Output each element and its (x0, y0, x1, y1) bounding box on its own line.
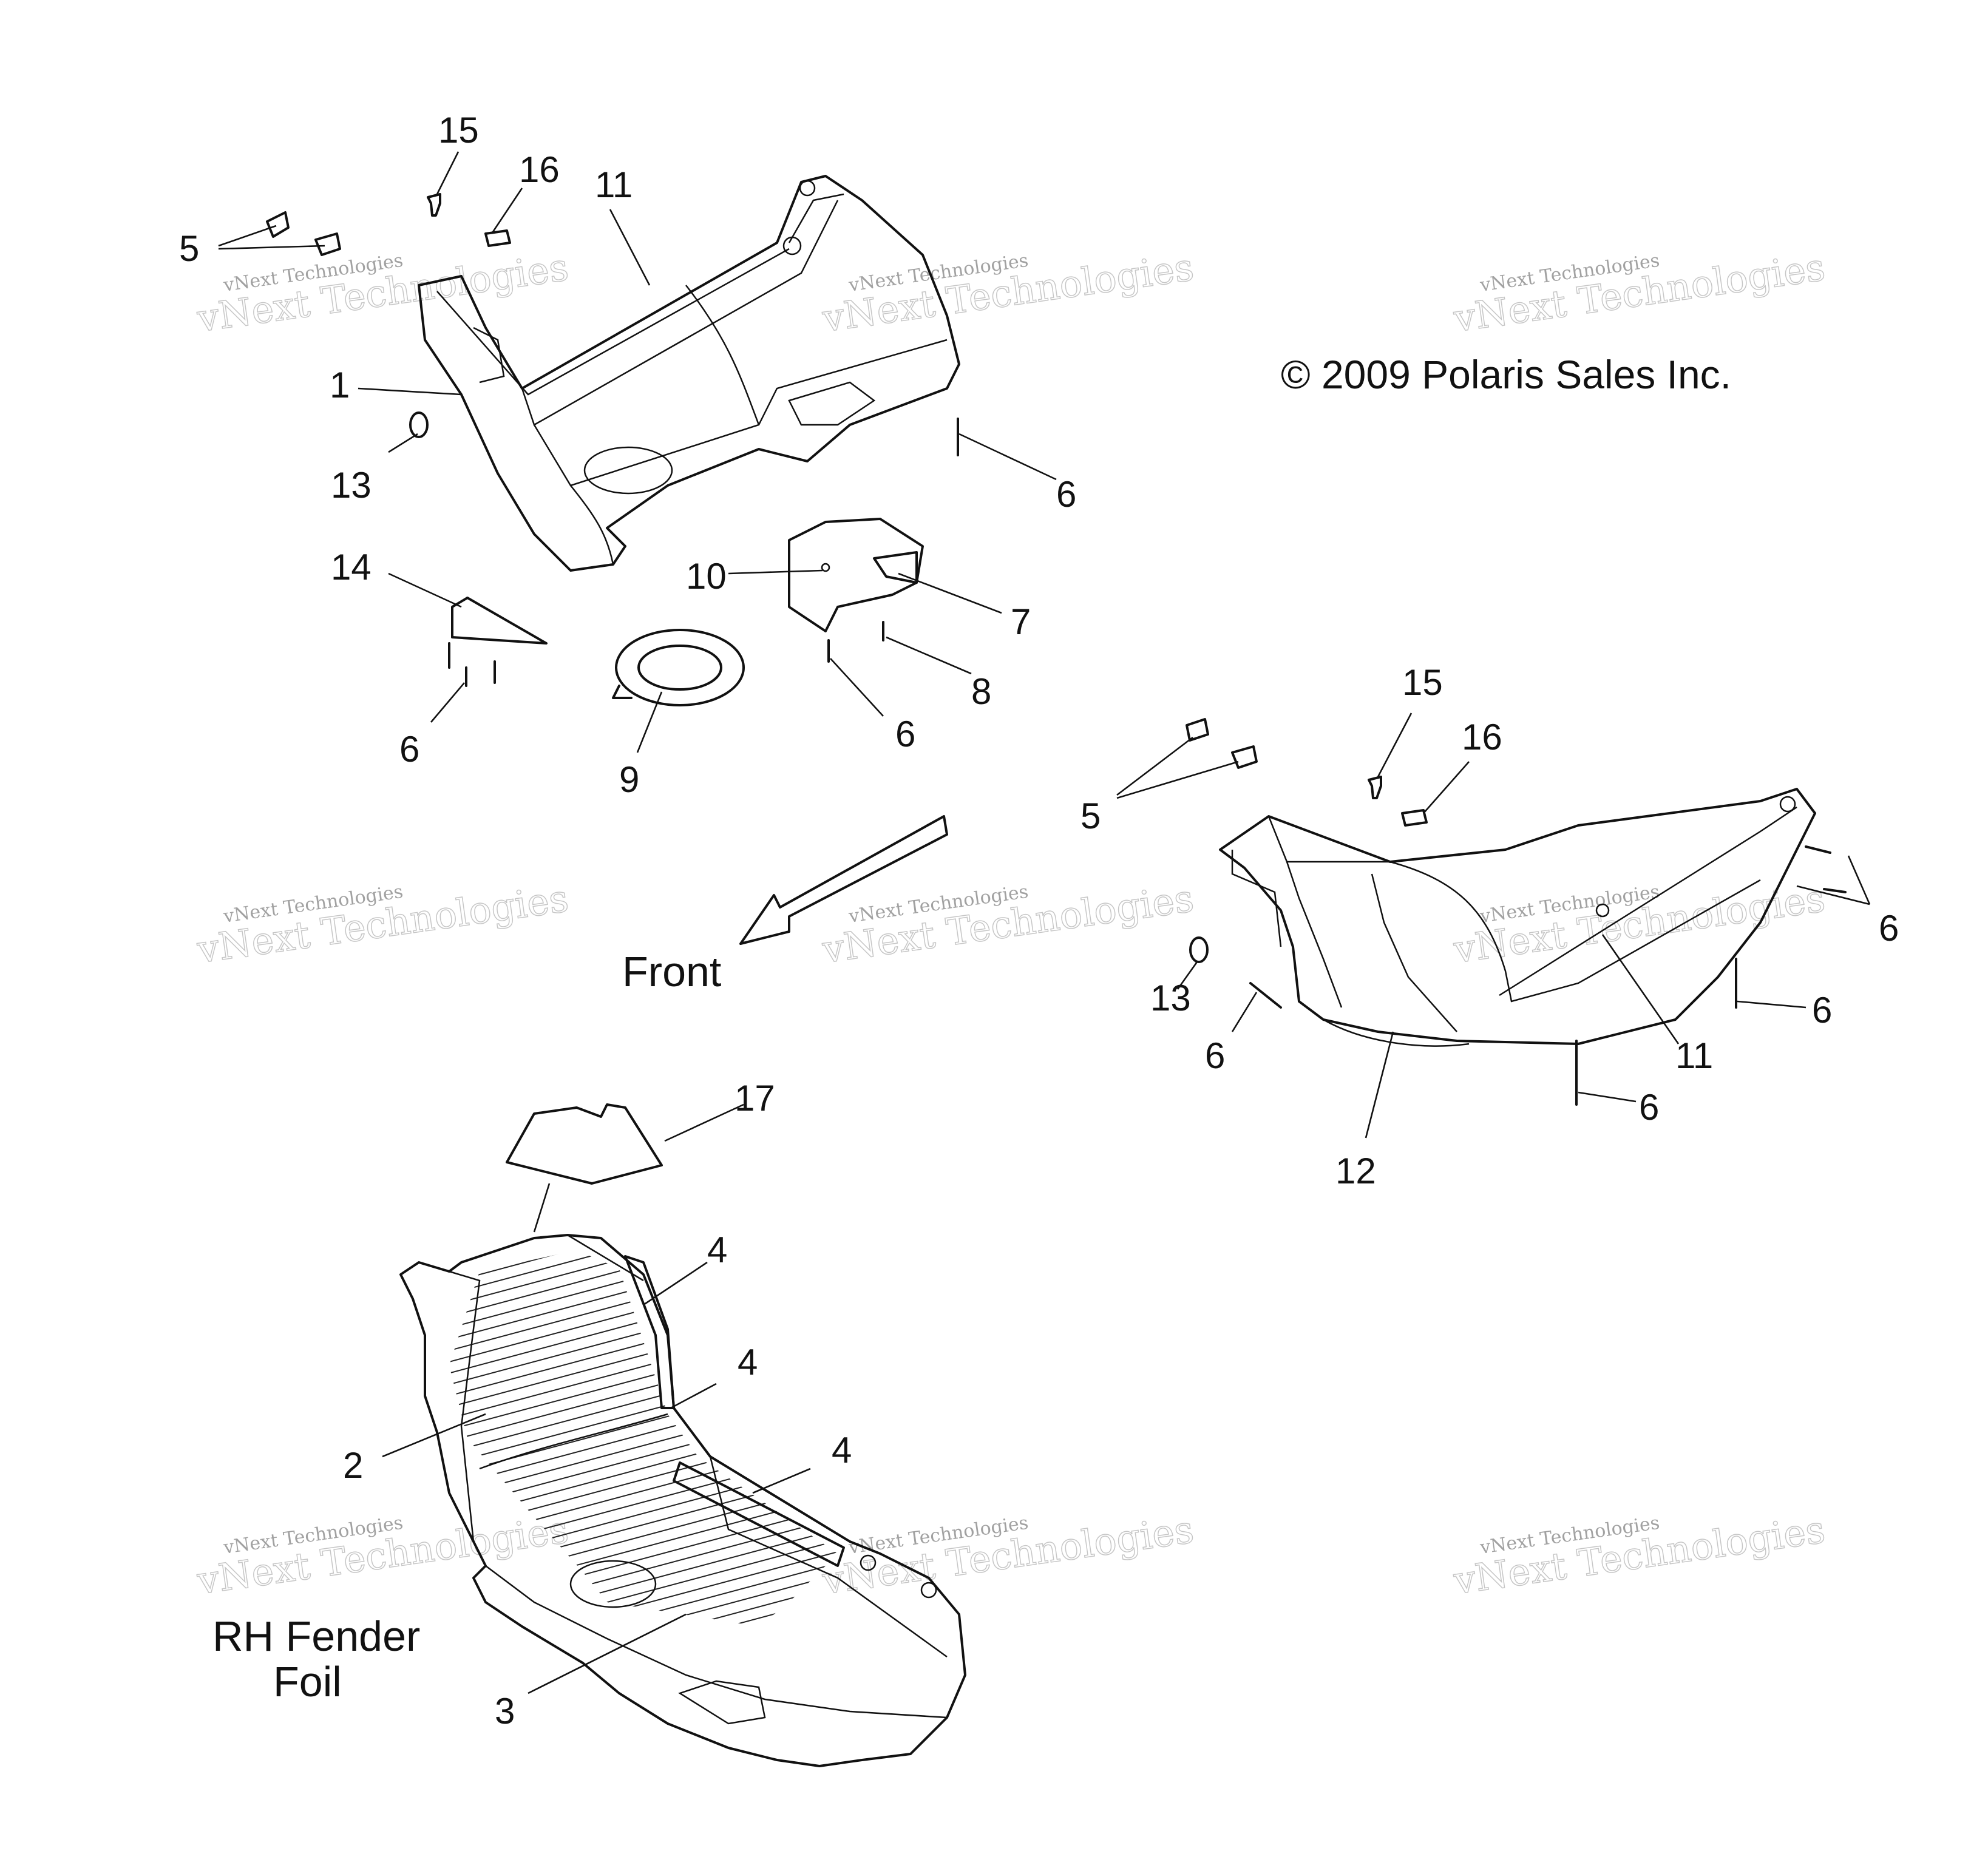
callout-15: 15 (438, 110, 479, 151)
screw-15 (1368, 776, 1382, 799)
callout-16: 16 (519, 149, 560, 190)
grommet-13 (409, 411, 429, 438)
callout-12: 12 (1335, 1151, 1376, 1191)
callout-6: 6 (1639, 1087, 1659, 1128)
callout-10: 10 (686, 556, 727, 597)
callout-3: 3 (495, 1691, 515, 1731)
callout-6: 6 (1056, 474, 1076, 515)
callout-6: 6 (1879, 908, 1899, 949)
callout-14: 14 (331, 547, 371, 587)
callout-6: 6 (1205, 1035, 1225, 1076)
callout-13: 13 (331, 465, 371, 506)
callout-6: 6 (895, 714, 915, 754)
callout-15: 15 (1402, 662, 1443, 703)
callout-6: 6 (399, 729, 419, 770)
callout-4: 4 (738, 1342, 758, 1383)
callout-6: 6 (1812, 990, 1832, 1031)
assembly-label-line2: Foil (273, 1658, 342, 1705)
watermark: vNext Technologies vNext Technologies (194, 1506, 572, 1603)
leader-lines (382, 1103, 811, 1694)
clip-16 (484, 229, 511, 247)
callout-5: 5 (179, 228, 199, 269)
watermark: vNext Technologies vNext Technologies (194, 244, 572, 341)
push-rivet-5 (266, 211, 341, 256)
copyright-text: © 2009 Polaris Sales Inc. (1281, 352, 1731, 397)
front-label: Front (622, 948, 721, 995)
fender-part-1 (418, 175, 960, 572)
callout-9: 9 (619, 759, 639, 800)
callout-11: 11 (1675, 1035, 1713, 1076)
callout-8: 8 (971, 671, 991, 712)
callout-4: 4 (707, 1230, 727, 1270)
watermarks: vNext Technologies vNext Technologies vN… (194, 244, 1828, 1603)
push-rivet-5 (1186, 718, 1258, 769)
pin-6 (448, 418, 959, 687)
ring-9 (612, 629, 745, 706)
callout-17: 17 (734, 1078, 775, 1119)
foil-strip-4 (673, 1461, 845, 1567)
leader-lines (218, 151, 1057, 753)
screw-15 (427, 193, 441, 217)
callout-5: 5 (1081, 796, 1101, 836)
watermark: vNext Technologies vNext Technologies (819, 875, 1197, 972)
watermark: vNext Technologies vNext Technologies (1450, 875, 1828, 972)
watermark: vNext Technologies vNext Technologies (819, 244, 1197, 341)
arrow-icon (739, 815, 948, 945)
callout-4: 4 (832, 1430, 852, 1471)
foil-17 (506, 1103, 663, 1185)
bracket-14 (451, 597, 548, 645)
foil-strip-4 (624, 1255, 675, 1409)
callout-16: 16 (1462, 717, 1502, 757)
callout-13: 13 (1150, 978, 1191, 1018)
grommet-13 (1189, 936, 1209, 963)
callout-7: 7 (1011, 601, 1031, 642)
front-arrow: Front (622, 815, 948, 995)
pin-6 (1249, 982, 1282, 1009)
clip-16 (1401, 809, 1428, 827)
fender-part-12 (1219, 788, 1816, 1045)
callout-2: 2 (343, 1445, 363, 1486)
splash-guard-7 (788, 518, 924, 632)
foil-area-2 (449, 1250, 838, 1626)
watermark: vNext Technologies vNext Technologies (819, 1506, 1197, 1603)
callout-11: 11 (595, 164, 633, 205)
watermark: vNext Technologies vNext Technologies (1450, 244, 1828, 341)
lh-fender-assembly (218, 151, 1057, 753)
rh-fender-foil-assembly (382, 1103, 966, 1767)
watermark: vNext Technologies vNext Technologies (194, 875, 572, 972)
rh-side-fender-assembly (1116, 712, 1871, 1139)
watermark: vNext Technologies vNext Technologies (1450, 1506, 1828, 1603)
callout-1: 1 (330, 365, 350, 405)
leader-lines (1116, 712, 1871, 1139)
pin-6 (1575, 845, 1847, 1106)
assembly-label-line1: RH Fender (212, 1613, 420, 1660)
